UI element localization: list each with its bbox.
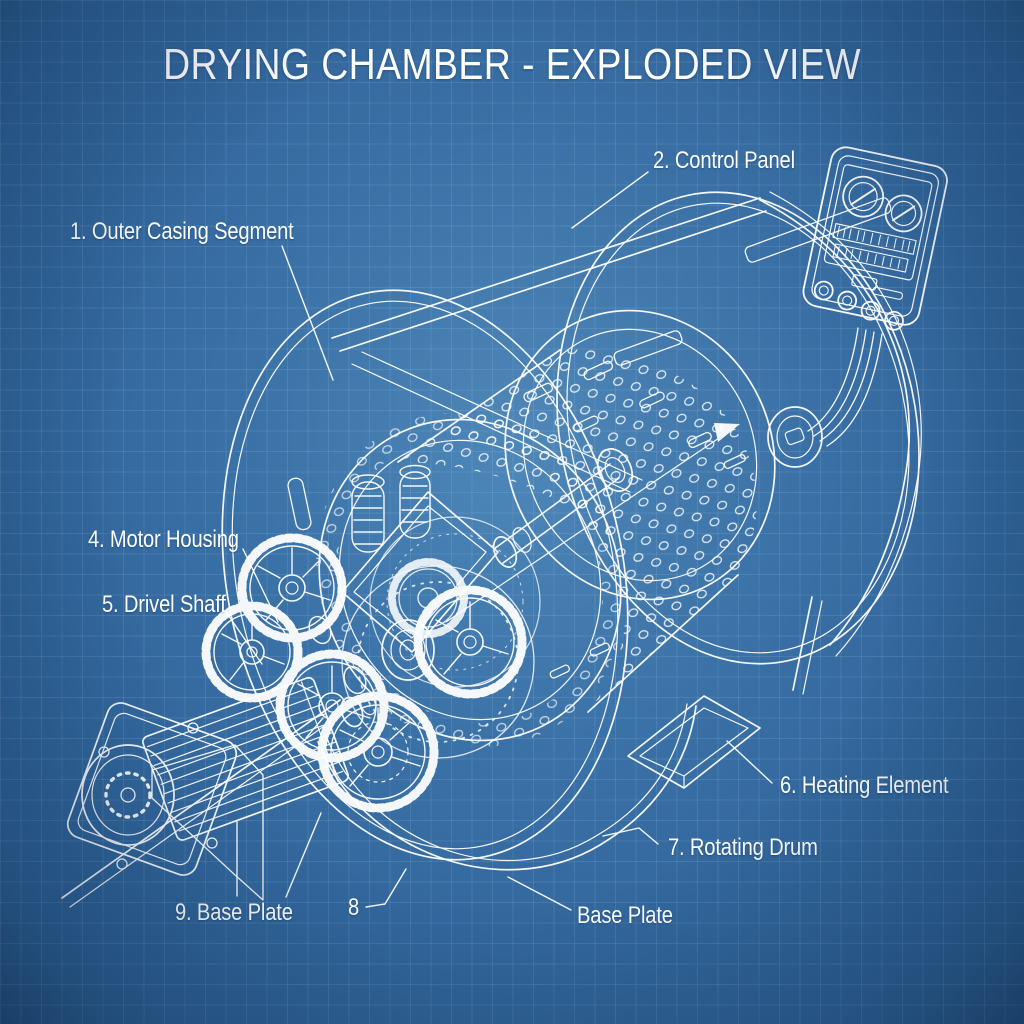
leader-heating-element bbox=[726, 740, 773, 784]
callout-leaders bbox=[225, 171, 773, 911]
leader-control-panel bbox=[571, 171, 649, 229]
callout-rotating-drum: 7. Rotating Drum bbox=[668, 834, 818, 861]
control-panel-drawing bbox=[802, 146, 948, 447]
leader-drive-shaft bbox=[225, 611, 263, 665]
leader-8 bbox=[365, 868, 407, 908]
leader-motor-housing bbox=[242, 548, 279, 623]
leader-base-plate-9b bbox=[285, 812, 322, 898]
callout-drive-shaft: 5. Drivel Shaff bbox=[102, 591, 226, 618]
heating-element-drawing bbox=[627, 695, 761, 789]
leader-base-plate bbox=[507, 876, 572, 911]
callout-outer-casing-segment: 1. Outer Casing Segment bbox=[70, 218, 294, 245]
callout-heating-element: 6. Heating Element bbox=[780, 772, 949, 799]
callout-control-panel: 2. Control Panel bbox=[653, 147, 795, 174]
control-panel-wires bbox=[807, 327, 883, 447]
leader-outer-casing bbox=[281, 245, 334, 381]
callout-base-plate-9: 9. Base Plate bbox=[175, 899, 293, 926]
callout-motor-housing: 4. Motor Housing bbox=[88, 526, 239, 553]
gear-train-drawing bbox=[201, 464, 535, 813]
motor-drawing bbox=[66, 676, 377, 876]
rotating-drum-drawing bbox=[316, 309, 776, 747]
page-title: DRYING CHAMBER - EXPLODED VIEW bbox=[163, 40, 861, 89]
leader-rotating-drum bbox=[602, 827, 659, 845]
callout-8: 8 bbox=[348, 894, 360, 921]
callout-base-plate: Base Plate bbox=[577, 902, 673, 929]
